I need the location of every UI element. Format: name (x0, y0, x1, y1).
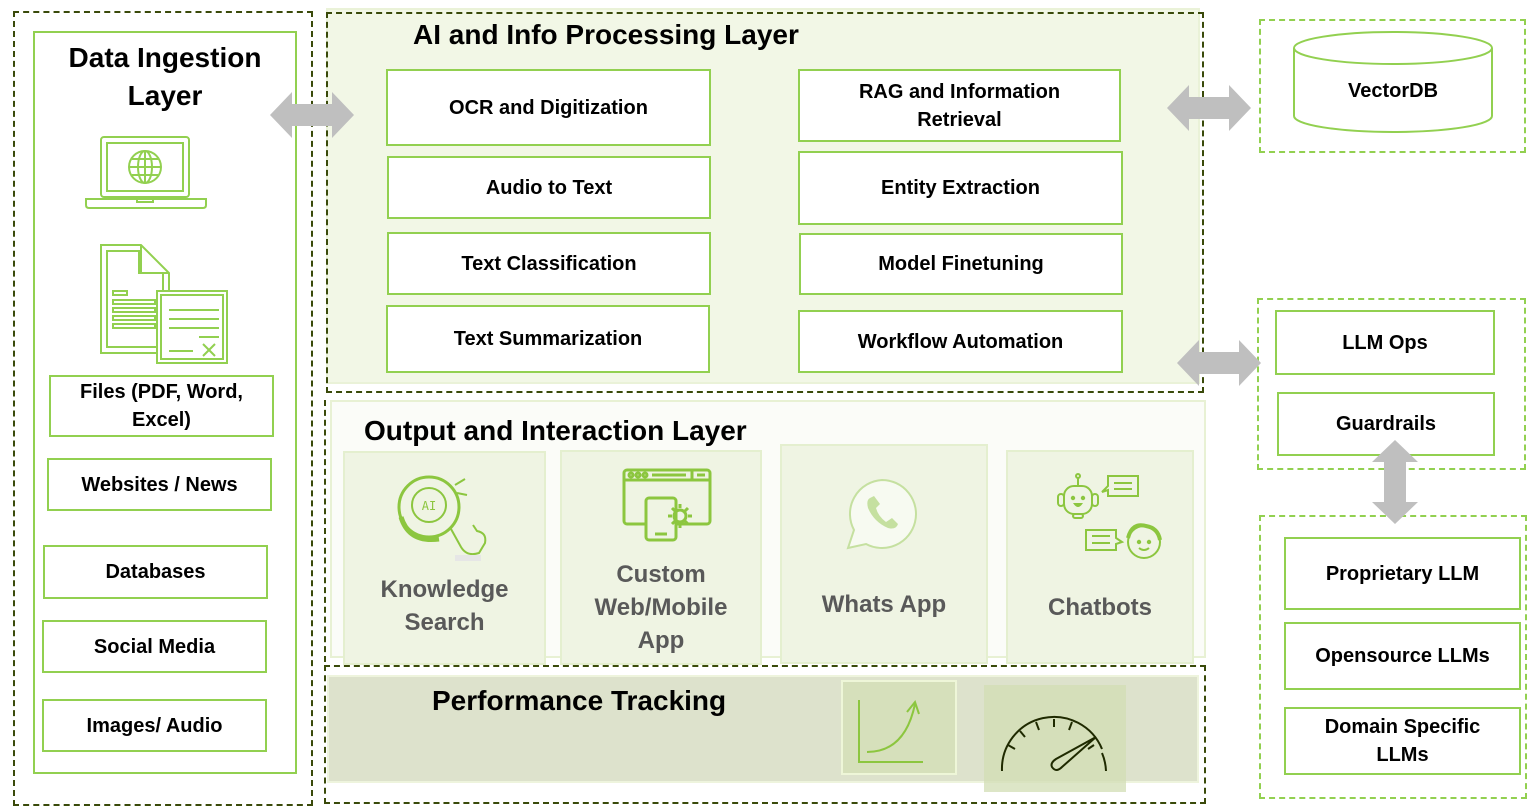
performance-layer (324, 665, 1206, 804)
documents-icon (100, 244, 228, 364)
vectordb-frame (1259, 19, 1526, 153)
web-mobile-app-icon (622, 468, 712, 542)
speedometer-icon (1000, 715, 1107, 772)
processing-item-workflow-automation[interactable]: Workflow Automation (798, 310, 1123, 373)
whatsapp-label: Whats App (821, 591, 947, 618)
processing-layer (326, 12, 1204, 393)
chatbot-icon (1057, 473, 1162, 559)
processing-item-text-classification[interactable]: Text Classification (387, 232, 711, 295)
processing-item-text-summarization[interactable]: Text Summarization (386, 305, 710, 373)
speedometer-tile (984, 685, 1126, 792)
arrow-processing-ops (1177, 340, 1261, 386)
processing-item-ocr[interactable]: OCR and Digitization (386, 69, 711, 146)
ops-item-llm-ops[interactable]: LLM Ops (1275, 310, 1495, 375)
growth-chart-icon (858, 699, 923, 763)
performance-title: Performance Tracking (432, 685, 727, 716)
output-tile-knowledge-search[interactable]: AI Knowledge Search (343, 451, 546, 665)
model-item-opensource[interactable]: Opensource LLMs (1284, 622, 1521, 690)
ops-item-guardrails[interactable]: Guardrails (1277, 392, 1495, 456)
output-tile-custom-app[interactable]: Custom Web/Mobile App (560, 450, 762, 665)
processing-item-entity-extraction[interactable]: Entity Extraction (798, 151, 1123, 225)
arrow-processing-vectordb (1167, 85, 1251, 131)
arrow-ingestion-processing (270, 92, 354, 138)
output-tile-whatsapp[interactable]: Whats App (780, 444, 988, 664)
processing-item-model-finetuning[interactable]: Model Finetuning (799, 233, 1123, 295)
knowledge-search-label: Knowledge Search (380, 576, 509, 637)
output-title: Output and Interaction Layer (364, 415, 747, 446)
output-left-dash (324, 400, 326, 662)
arrow-ops-models (1372, 440, 1418, 524)
ingestion-item-websites[interactable]: Websites / News (47, 458, 272, 511)
ingestion-item-images-audio[interactable]: Images/ Audio (42, 699, 267, 752)
custom-app-label: Custom Web/Mobile App (594, 561, 728, 655)
ingestion-title: Data Ingestion Layer (68, 42, 262, 111)
svg-text:AI: AI (422, 499, 436, 513)
output-tile-chatbots[interactable]: Chatbots (1006, 450, 1194, 664)
model-item-proprietary[interactable]: Proprietary LLM (1284, 537, 1521, 610)
vectordb-cylinder-icon (1293, 31, 1493, 133)
ingestion-item-files[interactable]: Files (PDF, Word,Excel) (49, 375, 274, 437)
ingestion-layer: Data Ingestion Layer (33, 31, 297, 774)
whatsapp-icon (846, 478, 917, 550)
chatbots-label: Chatbots (1048, 594, 1152, 621)
ai-search-icon: AI (397, 475, 487, 561)
processing-title: AI and Info Processing Layer (413, 19, 799, 50)
processing-item-audio-to-text[interactable]: Audio to Text (387, 156, 711, 219)
ingestion-item-databases[interactable]: Databases (43, 545, 268, 599)
vectordb-label[interactable]: VectorDB (1347, 80, 1439, 102)
laptop-globe-icon (85, 136, 207, 209)
ingestion-item-social-media[interactable]: Social Media (42, 620, 267, 673)
ingestion-outer-frame (13, 11, 313, 806)
growth-chart-tile (841, 680, 957, 775)
